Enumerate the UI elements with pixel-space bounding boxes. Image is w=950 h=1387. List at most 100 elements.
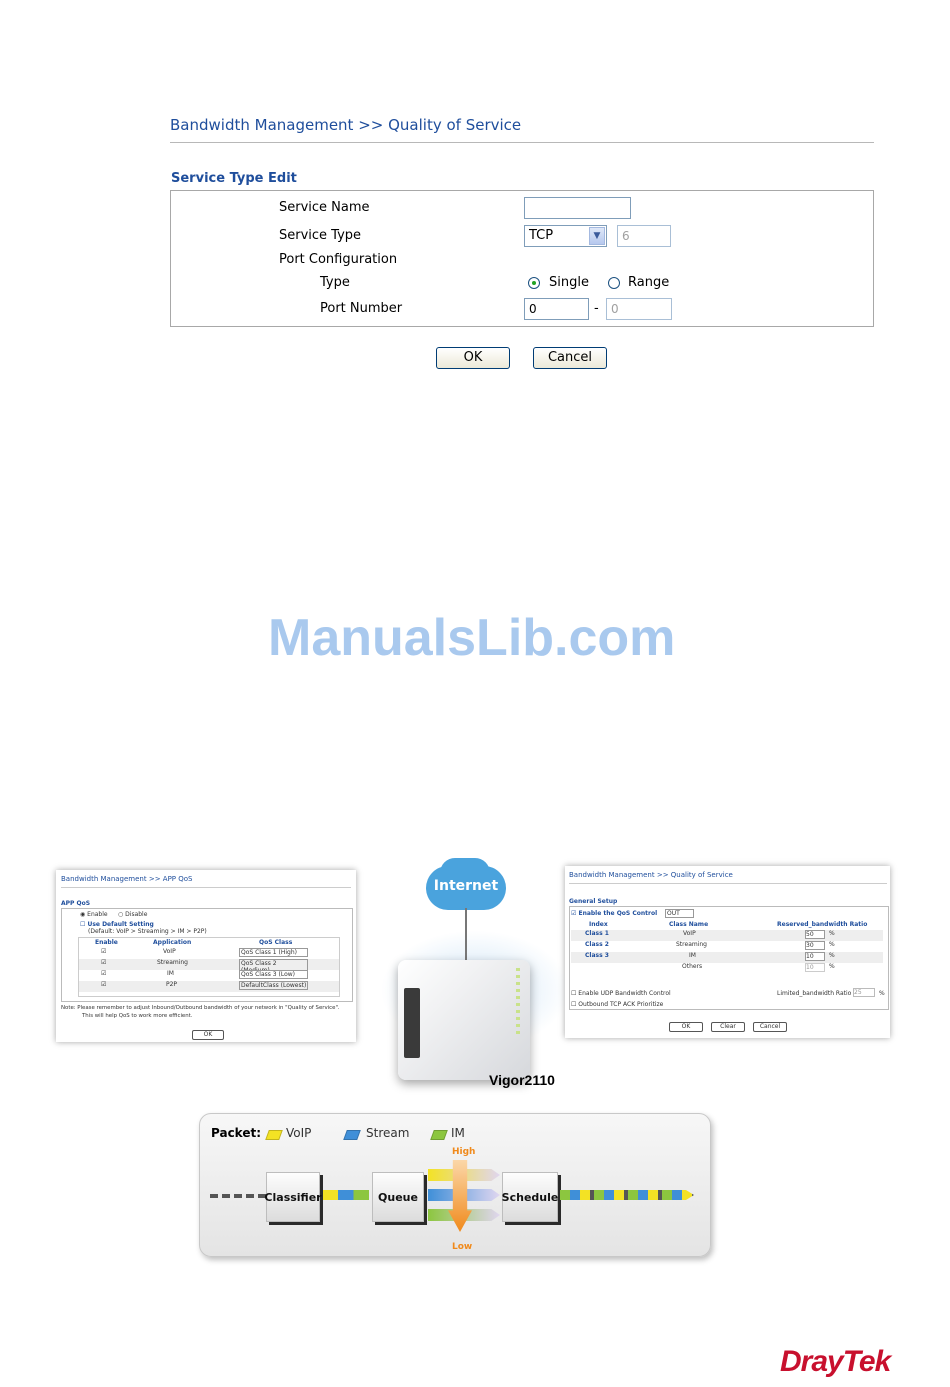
legend-voip: VoIP [286, 1126, 312, 1140]
single-radio[interactable] [528, 277, 540, 289]
watermark: ManualsLib.com [268, 609, 676, 667]
row-class: QoS Class 3 (Low) [239, 970, 308, 979]
app-qos-note-2: This will help QoS to work more efficien… [82, 1013, 193, 1019]
port-configuration-label: Port Configuration [279, 252, 398, 267]
general-setup-box [569, 906, 889, 1010]
draytek-logo: DrayTek [780, 1345, 891, 1378]
radio-selected-dot [532, 281, 536, 285]
router-leds [516, 968, 520, 1038]
enable-label: Enable [87, 911, 108, 918]
stream-packet-icon [343, 1130, 361, 1140]
type-label: Type [320, 275, 350, 290]
protocol-number-input[interactable] [617, 225, 671, 247]
row-percent: % [829, 963, 835, 970]
table-row: Others 10 % [571, 963, 883, 974]
qos-cancel-button: Cancel [753, 1022, 787, 1032]
divider [61, 887, 351, 888]
row-percent: % [829, 952, 835, 959]
uplink-cable [465, 908, 467, 960]
qos-screenshot: Bandwidth Management >> Quality of Servi… [565, 866, 890, 1038]
ack-option: ☐ Outbound TCP ACK Prioritize [571, 1001, 664, 1008]
service-type-edit-panel [170, 190, 874, 327]
col-qos-class: QoS Class [259, 939, 293, 946]
im-packet-icon [430, 1130, 448, 1140]
col-enable: Enable [95, 939, 118, 946]
row-checkbox: ☑ [101, 981, 107, 988]
section-title: Service Type Edit [171, 171, 297, 186]
qos-title: Bandwidth Management >> Quality of Servi… [569, 871, 733, 879]
app-qos-screenshot: Bandwidth Management >> APP QoS APP QoS … [56, 870, 356, 1042]
service-name-label: Service Name [279, 200, 370, 215]
service-type-select[interactable]: TCP ▼ [524, 225, 607, 247]
range-radio-label: Range [628, 275, 670, 290]
table-row: Class 1 VoIP 50 % [571, 930, 883, 941]
row-name: IM [689, 952, 696, 959]
limited-value: 25 [853, 988, 875, 997]
table-row: ☑ P2P DefaultClass (Lowest) [79, 981, 339, 992]
app-qos-box [61, 908, 353, 1002]
table-row: ☑ VoIP QoS Class 1 (High) [79, 948, 339, 959]
service-name-input[interactable] [524, 197, 631, 219]
port-range-separator: - [594, 301, 599, 316]
row-ratio: 10 [805, 952, 825, 961]
port-start-input[interactable] [524, 298, 589, 320]
cancel-button[interactable]: Cancel [533, 347, 607, 369]
limited-label: Limited_bandwidth Ratio [777, 990, 852, 997]
internet-label: Internet [433, 878, 499, 894]
schedule-block: Schedule [502, 1172, 558, 1222]
ack-label: Outbound TCP ACK Prioritize [578, 1001, 664, 1008]
row-class: QoS Class 1 (High) [239, 948, 308, 957]
col-ratio: Reserved_bandwidth Ratio [777, 921, 868, 928]
app-qos-title: Bandwidth Management >> APP QoS [61, 875, 193, 883]
port-end-input[interactable] [606, 298, 672, 320]
row-app: Streaming [157, 959, 188, 966]
row-app: VoIP [163, 948, 176, 955]
outgoing-packets [560, 1190, 694, 1200]
router-icon [398, 960, 530, 1080]
ok-button[interactable]: OK [436, 347, 510, 369]
table-row: ☑ IM QoS Class 3 (Low) [79, 970, 339, 981]
page-title: Bandwidth Management >> Quality of Servi… [170, 116, 522, 134]
classified-packets [323, 1190, 369, 1200]
service-type-label: Service Type [279, 228, 362, 243]
app-qos-ok-button: OK [192, 1030, 224, 1040]
router-label: Vigor2110 [489, 1072, 555, 1088]
cloud-puff [440, 858, 490, 888]
row-app: IM [167, 970, 174, 977]
packet-flow-diagram: Packet: VoIP Stream IM Classifier Queue … [199, 1113, 711, 1257]
row-checkbox: ☑ [101, 959, 107, 966]
limited-percent: % [879, 990, 885, 997]
app-qos-note: Note: Please remember to adjust Inbound/… [61, 1005, 340, 1011]
default-note: (Default: VoIP > Streaming > IM > P2P) [88, 928, 207, 935]
row-app: P2P [166, 981, 178, 988]
title-divider [170, 142, 874, 143]
row-checkbox: ☑ [101, 970, 107, 977]
row-percent: % [829, 941, 835, 948]
row-ratio: 10 [805, 963, 825, 972]
range-radio[interactable] [608, 277, 620, 289]
high-label: High [452, 1147, 476, 1157]
divider [569, 883, 887, 884]
app-qos-section: APP QoS [61, 900, 91, 907]
enable-option: ◉ Enable [80, 911, 108, 918]
row-class: DefaultClass (Lowest) [239, 981, 308, 990]
udp-label: Enable UDP Bandwidth Control [578, 990, 671, 997]
table-row: Class 3 IM 10 % [571, 952, 883, 963]
queue-block: Queue [372, 1172, 424, 1222]
chevron-down-icon[interactable]: ▼ [589, 227, 605, 245]
row-checkbox: ☑ [101, 948, 107, 955]
row-name: Streaming [676, 941, 707, 948]
col-application: Application [153, 939, 192, 946]
incoming-packets [210, 1194, 266, 1198]
enable-qos-label: Enable the QoS Control [578, 910, 658, 917]
enable-qos-option: ☑ Enable the QoS Control [571, 910, 658, 917]
col-class-name: Class Name [669, 921, 709, 928]
row-ratio: 50 [805, 930, 825, 939]
use-default-option: ☐ Use Default Setting [80, 921, 154, 928]
direction-select: OUT [665, 909, 694, 918]
class-table: Index Class Name Reserved_bandwidth Rati… [571, 921, 883, 977]
table-row: Class 2 Streaming 30 % [571, 941, 883, 952]
row-ratio: 30 [805, 941, 825, 950]
row-name: VoIP [683, 930, 696, 937]
single-radio-label: Single [549, 275, 589, 290]
